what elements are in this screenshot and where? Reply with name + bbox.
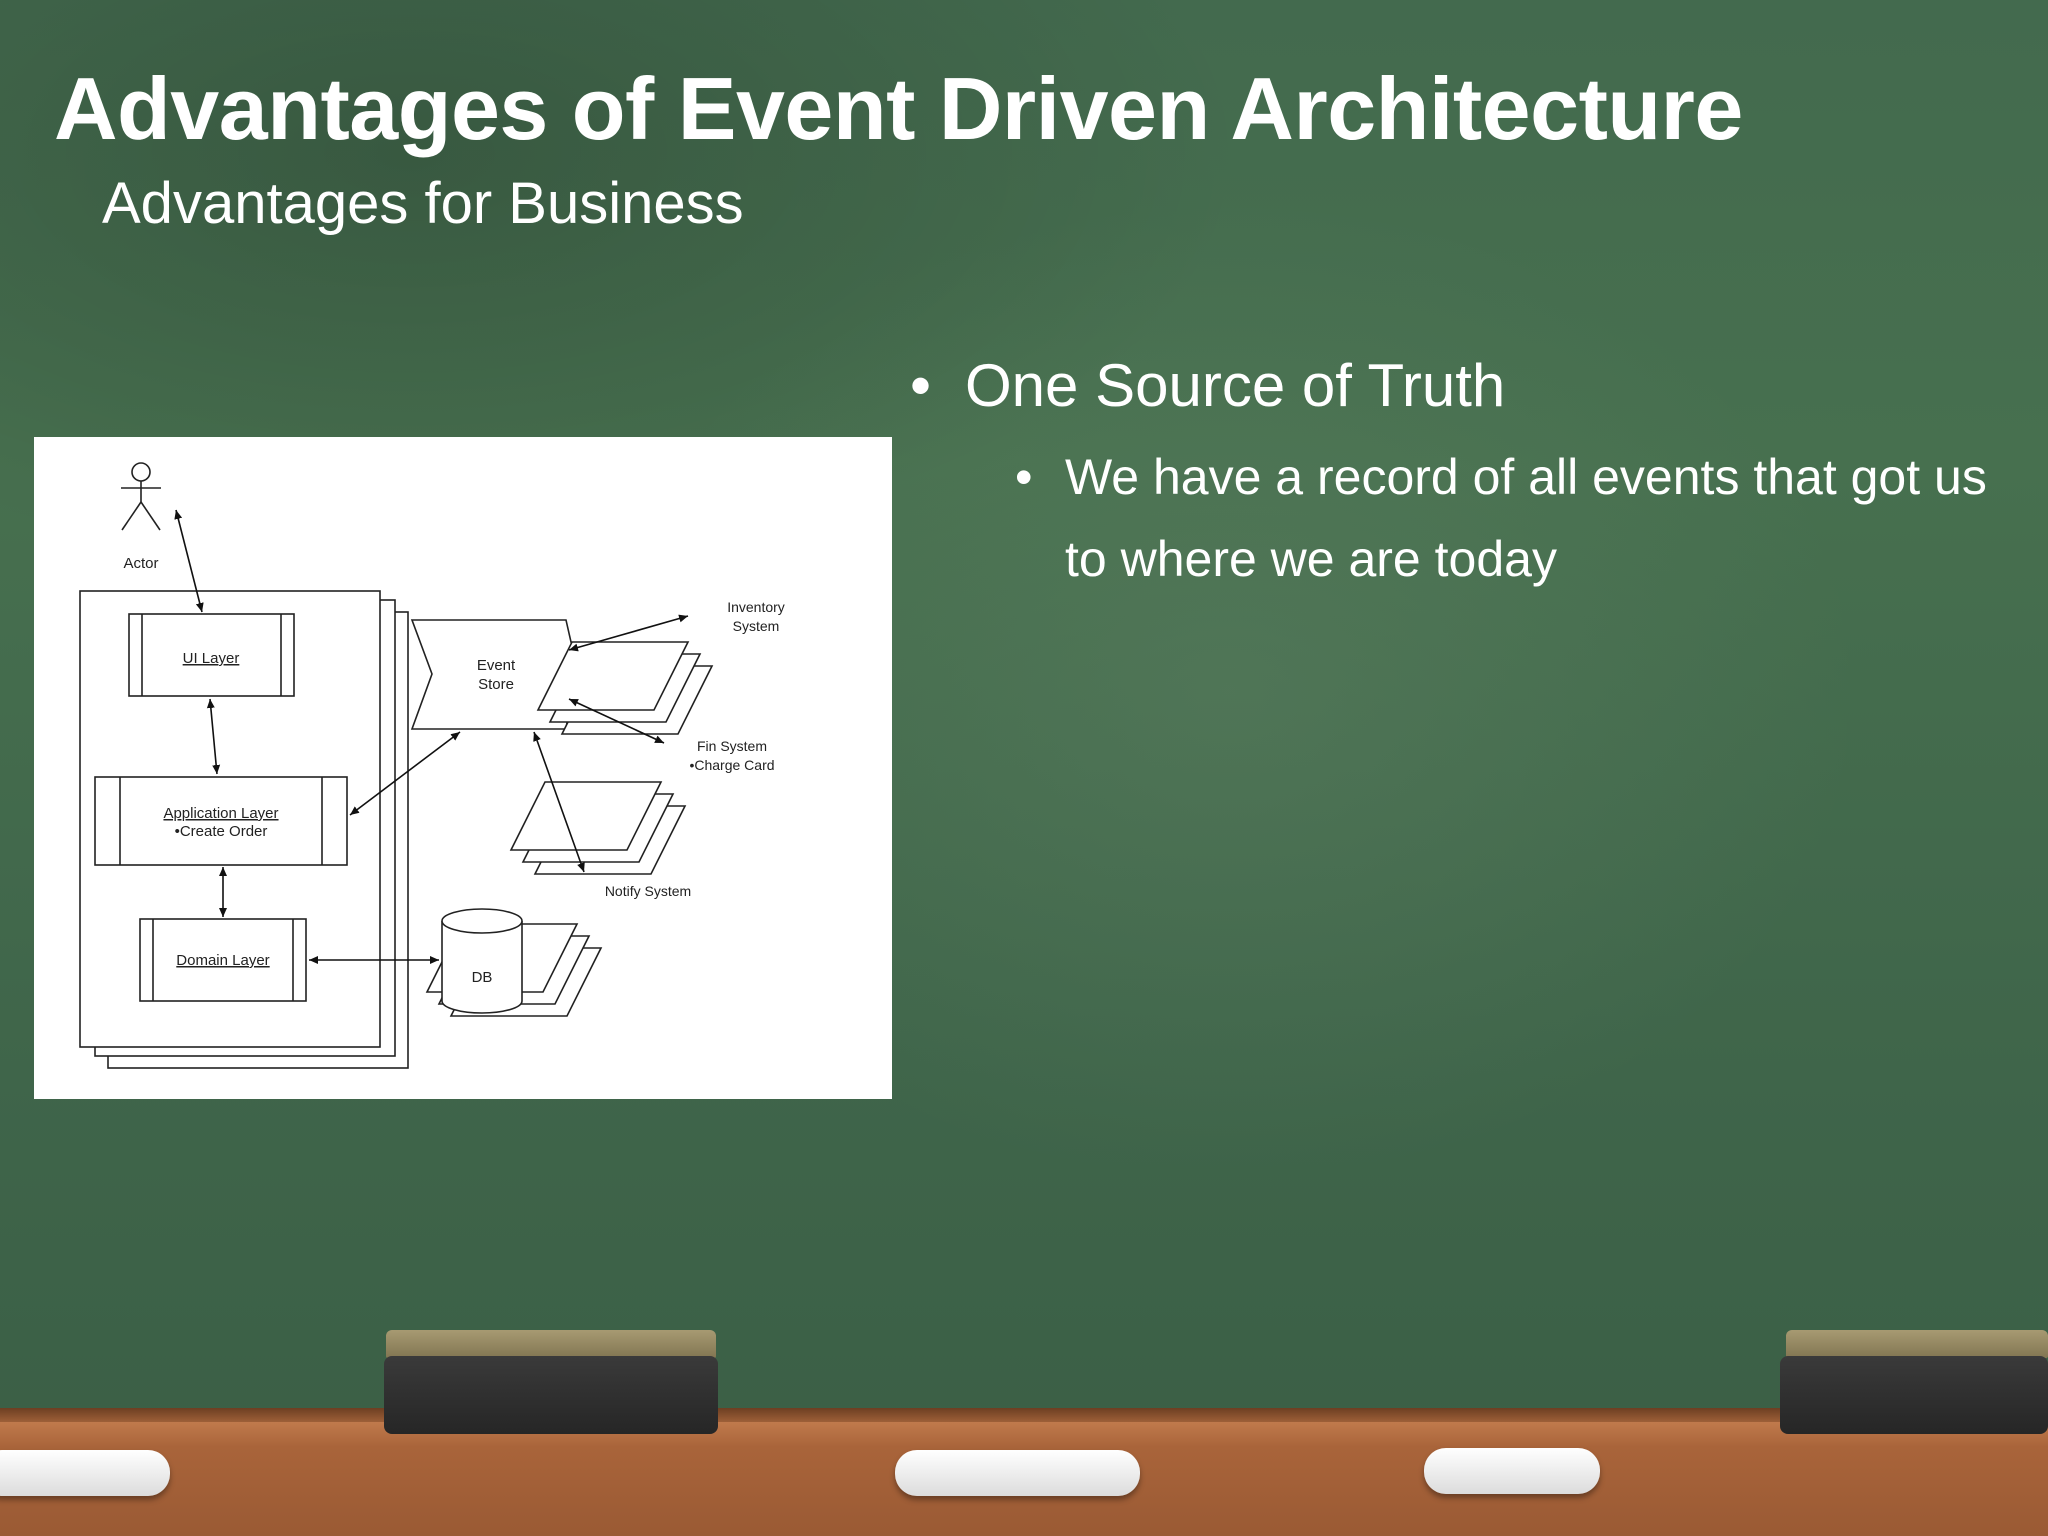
bullet-text: We have a record of all events that got … <box>1065 449 1987 587</box>
application-layer-box <box>94 776 348 866</box>
eraser-left-icon <box>384 1356 718 1434</box>
bullet-item-level1: • One Source of Truth <box>910 350 2030 422</box>
diagram-svg: Actor UI Layer Application Layer •Create… <box>79 462 785 1069</box>
arrow-ui-app <box>206 698 221 775</box>
application-item-label: •Create Order <box>175 823 268 840</box>
chalk-right-icon <box>1424 1448 1600 1494</box>
domain-layer-box <box>139 918 307 1002</box>
eraser-right-felt <box>1786 1330 2048 1358</box>
notify-label: Notify System <box>605 883 691 899</box>
event-store-shape <box>410 619 577 730</box>
eraser-right-icon <box>1780 1356 2048 1434</box>
ui-layer-label: UI Layer <box>183 650 240 667</box>
actor-icon <box>121 462 161 531</box>
chalk-left-icon <box>0 1450 170 1496</box>
inventory-label-line1: Inventory <box>727 599 785 615</box>
event-store-label-line2: Store <box>478 676 514 693</box>
architecture-diagram: Actor UI Layer Application Layer •Create… <box>34 437 892 1099</box>
db-label: DB <box>472 969 493 986</box>
chalk-middle-icon <box>895 1450 1140 1496</box>
bullet-text: One Source of Truth <box>965 352 1506 419</box>
event-store-label-line1: Event <box>477 657 516 674</box>
db-cylinder-top <box>441 908 523 934</box>
arrow-eventstore-notify <box>533 731 585 873</box>
arrow-actor-ui <box>174 509 204 613</box>
bullet-item-level2: • We have a record of all events that go… <box>1015 436 2030 600</box>
actor-label: Actor <box>123 555 158 572</box>
arrow-app-eventstore <box>349 731 461 816</box>
arrow-eventstore-inventory <box>568 614 689 652</box>
bullet-dot-icon: • <box>910 352 932 419</box>
db-cylinder-body <box>441 921 523 1014</box>
application-layer-label: Application Layer <box>163 805 278 822</box>
bullet-dot-icon: • <box>1015 449 1033 505</box>
arrow-eventstore-fin <box>568 698 665 744</box>
ui-layer-box <box>128 613 295 697</box>
domain-layer-label: Domain Layer <box>176 952 269 969</box>
fin-label-line1: Fin System <box>697 738 767 754</box>
slide-title: Advantages of Event Driven Architecture <box>54 59 1743 158</box>
bullet-list: • One Source of Truth • We have a record… <box>910 350 2030 600</box>
inventory-label-line2: System <box>733 618 780 634</box>
eraser-left-felt <box>386 1330 716 1358</box>
fin-label-line2: •Charge Card <box>689 757 774 773</box>
slide-subtitle: Advantages for Business <box>102 171 744 236</box>
